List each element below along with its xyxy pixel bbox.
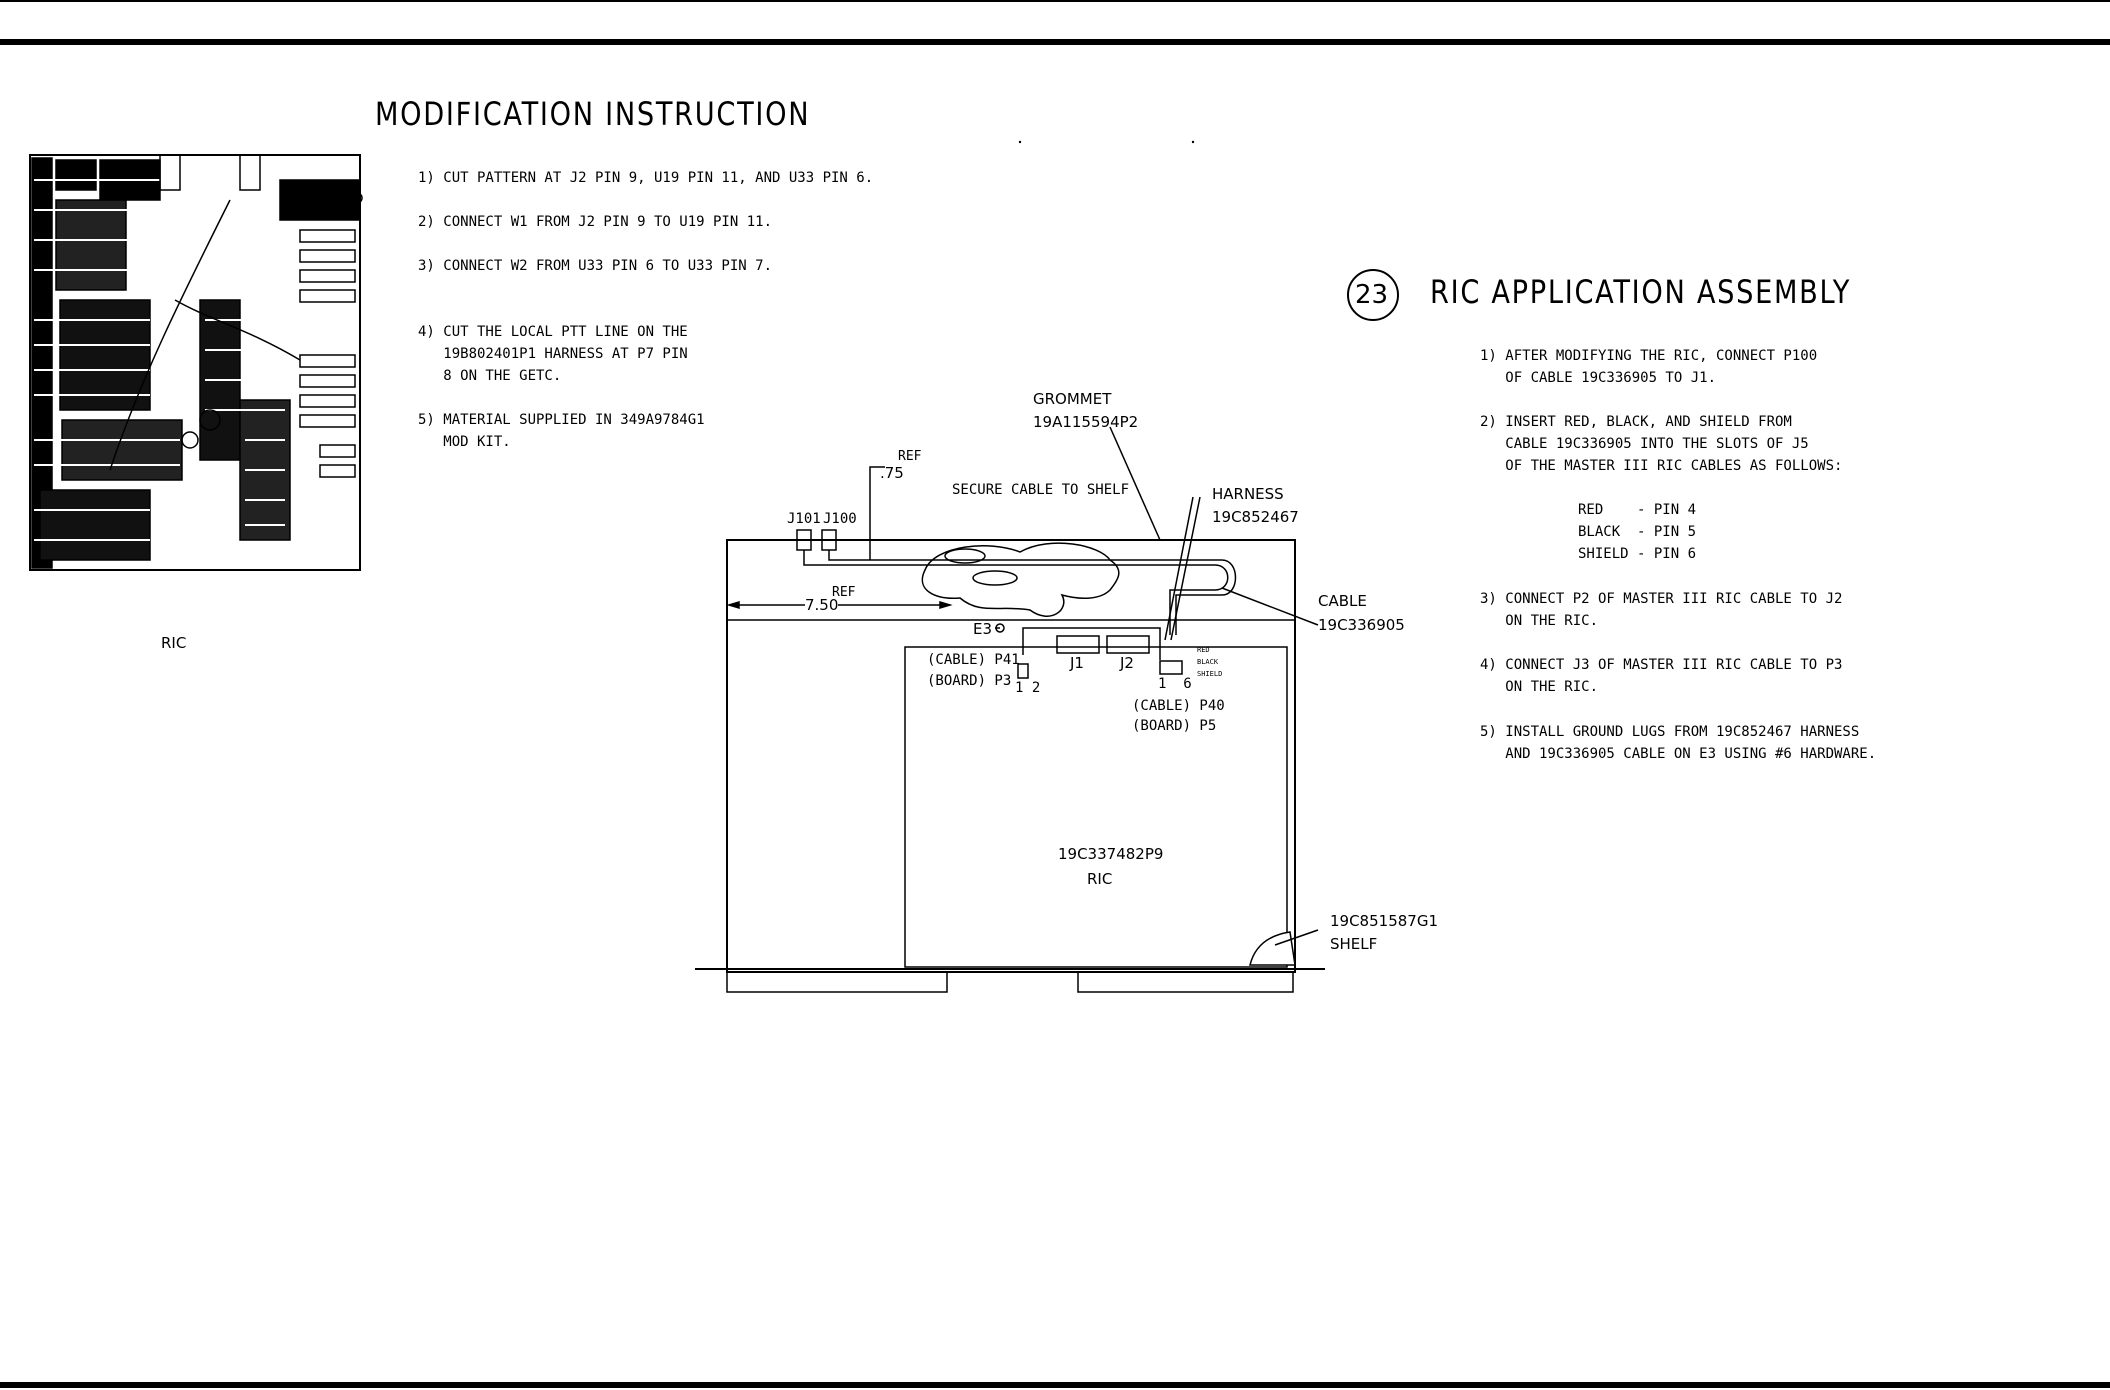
cable-part-number: 19C336905 xyxy=(1318,616,1405,634)
dim-arrow-right xyxy=(939,600,953,610)
mod-step-2: 2) CONNECT W1 FROM J2 PIN 9 TO U19 PIN 1… xyxy=(418,214,773,230)
asm-step-4-line-1: 4) CONNECT J3 OF MASTER III RIC CABLE TO… xyxy=(1480,657,1843,673)
board-wire-w1 xyxy=(109,199,231,471)
j2-label: J2 xyxy=(1120,654,1134,672)
asm-step-2-line-2: CABLE 19C336905 INTO THE SLOTS OF J5 xyxy=(1480,436,1809,452)
j100-label: J100 xyxy=(823,511,857,527)
board-wire-w2 xyxy=(174,299,301,361)
grommet-label: GROMMET xyxy=(1033,390,1112,408)
shelf-outline xyxy=(726,539,1296,973)
ric-label: RIC xyxy=(1087,870,1113,888)
harness-label: HARNESS xyxy=(1212,485,1284,503)
dim-750-label: 7.50 xyxy=(805,596,839,614)
asm-step-1-line-2: OF CABLE 19C336905 TO J1. xyxy=(1480,370,1717,386)
dim-arrow-left xyxy=(726,600,740,610)
cable-p41-label: (CABLE) P41 xyxy=(927,652,1020,668)
shelf-leader xyxy=(1274,929,1319,946)
cable-p40-label: (CABLE) P40 xyxy=(1132,698,1225,714)
asm-step-3-line-2: ON THE RIC. xyxy=(1480,613,1599,629)
harness-part-number: 19C852467 xyxy=(1212,508,1299,526)
mod-step-5-line-2: MOD KIT. xyxy=(418,434,511,450)
grommet-leader xyxy=(1109,426,1161,541)
j101-label: J101 xyxy=(787,511,821,527)
grommet-part-number: 19A115594P2 xyxy=(1033,413,1139,431)
mod-step-5-line-1: 5) MATERIAL SUPPLIED IN 349A9784G1 xyxy=(418,412,705,428)
board-caption: RIC xyxy=(161,634,187,652)
foot-right xyxy=(1077,971,1294,993)
board-outline xyxy=(29,154,361,571)
board-p5-label: (BOARD) P5 xyxy=(1132,718,1217,734)
e3-wire xyxy=(1022,627,1161,660)
cable-run-2 xyxy=(828,550,1237,635)
wire-shield-label: SHIELD xyxy=(1197,670,1223,678)
wire-red-label: RED xyxy=(1197,646,1210,654)
e3-label: E3 xyxy=(973,620,993,638)
board-components xyxy=(159,154,363,478)
shelf-part-number: 19C851587G1 xyxy=(1330,912,1438,930)
mod-step-3: 3) CONNECT W2 FROM U33 PIN 6 TO U33 PIN … xyxy=(418,258,773,274)
asm-step-2-line-3: OF THE MASTER III RIC CABLES AS FOLLOWS: xyxy=(1480,458,1843,474)
asm-step-3-line-1: 3) CONNECT P2 OF MASTER III RIC CABLE TO… xyxy=(1480,591,1843,607)
pin-map-black: BLACK - PIN 5 xyxy=(1578,524,1697,540)
connector-j2 xyxy=(1106,635,1150,654)
harness-line-1 xyxy=(1164,496,1194,641)
harness-line-2 xyxy=(1170,496,1201,641)
ref-left-label: REF xyxy=(832,585,856,600)
p41-pin-numbers: 1 2 xyxy=(1015,680,1041,696)
speck xyxy=(1191,140,1195,144)
cable-leader xyxy=(1221,587,1319,626)
tie-slot-2 xyxy=(972,570,1018,586)
modification-title: MODIFICATION INSTRUCTION xyxy=(375,95,811,133)
plug-p41 xyxy=(1017,663,1029,679)
tie-slot-1 xyxy=(944,548,986,564)
p40-pin-numbers: 1 6 xyxy=(1158,676,1192,692)
plug-p40 xyxy=(1159,660,1183,675)
board-p3-label: (BOARD) P3 xyxy=(927,673,1012,689)
connector-j1 xyxy=(1056,635,1100,654)
mod-step-4-line-2: 19B802401P1 HARNESS AT P7 PIN xyxy=(418,346,688,362)
cable-label: CABLE xyxy=(1318,592,1367,610)
assembly-step-number: 23 xyxy=(1355,280,1389,310)
pin-map-shield: SHIELD - PIN 6 xyxy=(1578,546,1697,562)
ref-top-label: REF xyxy=(898,449,922,464)
mod-step-4-line-1: 4) CUT THE LOCAL PTT LINE ON THE xyxy=(418,324,688,340)
asm-step-5-line-2: AND 19C336905 CABLE ON E3 USING #6 HARDW… xyxy=(1480,746,1877,762)
shelf-notch xyxy=(1249,931,1296,966)
ref-75-leader xyxy=(869,466,885,560)
ric-part-number: 19C337482P9 xyxy=(1058,845,1164,863)
shelf-label: SHELF xyxy=(1330,935,1378,953)
speck xyxy=(1018,140,1022,144)
asm-step-4-line-2: ON THE RIC. xyxy=(1480,679,1599,695)
cable-tie-area xyxy=(921,542,1120,617)
foot-left xyxy=(726,971,948,993)
asm-step-1-line-1: 1) AFTER MODIFYING THE RIC, CONNECT P100 xyxy=(1480,348,1818,364)
cable-run xyxy=(803,550,1229,635)
asm-step-2-line-1: 2) INSERT RED, BLACK, AND SHIELD FROM xyxy=(1480,414,1792,430)
secure-cable-label: SECURE CABLE TO SHELF xyxy=(952,482,1130,498)
ric-board xyxy=(904,646,1288,968)
mod-step-1: 1) CUT PATTERN AT J2 PIN 9, U19 PIN 11, … xyxy=(418,170,874,186)
mod-step-4-line-3: 8 ON THE GETC. xyxy=(418,368,562,384)
pin-map-red: RED - PIN 4 xyxy=(1578,502,1697,518)
dim-75-label: .75 xyxy=(880,464,904,482)
wire-black-label: BLACK xyxy=(1197,658,1219,666)
asm-step-5-line-1: 5) INSTALL GROUND LUGS FROM 19C852467 HA… xyxy=(1480,724,1860,740)
assembly-title: RIC APPLICATION ASSEMBLY xyxy=(1430,273,1852,311)
j1-label: J1 xyxy=(1070,654,1084,672)
